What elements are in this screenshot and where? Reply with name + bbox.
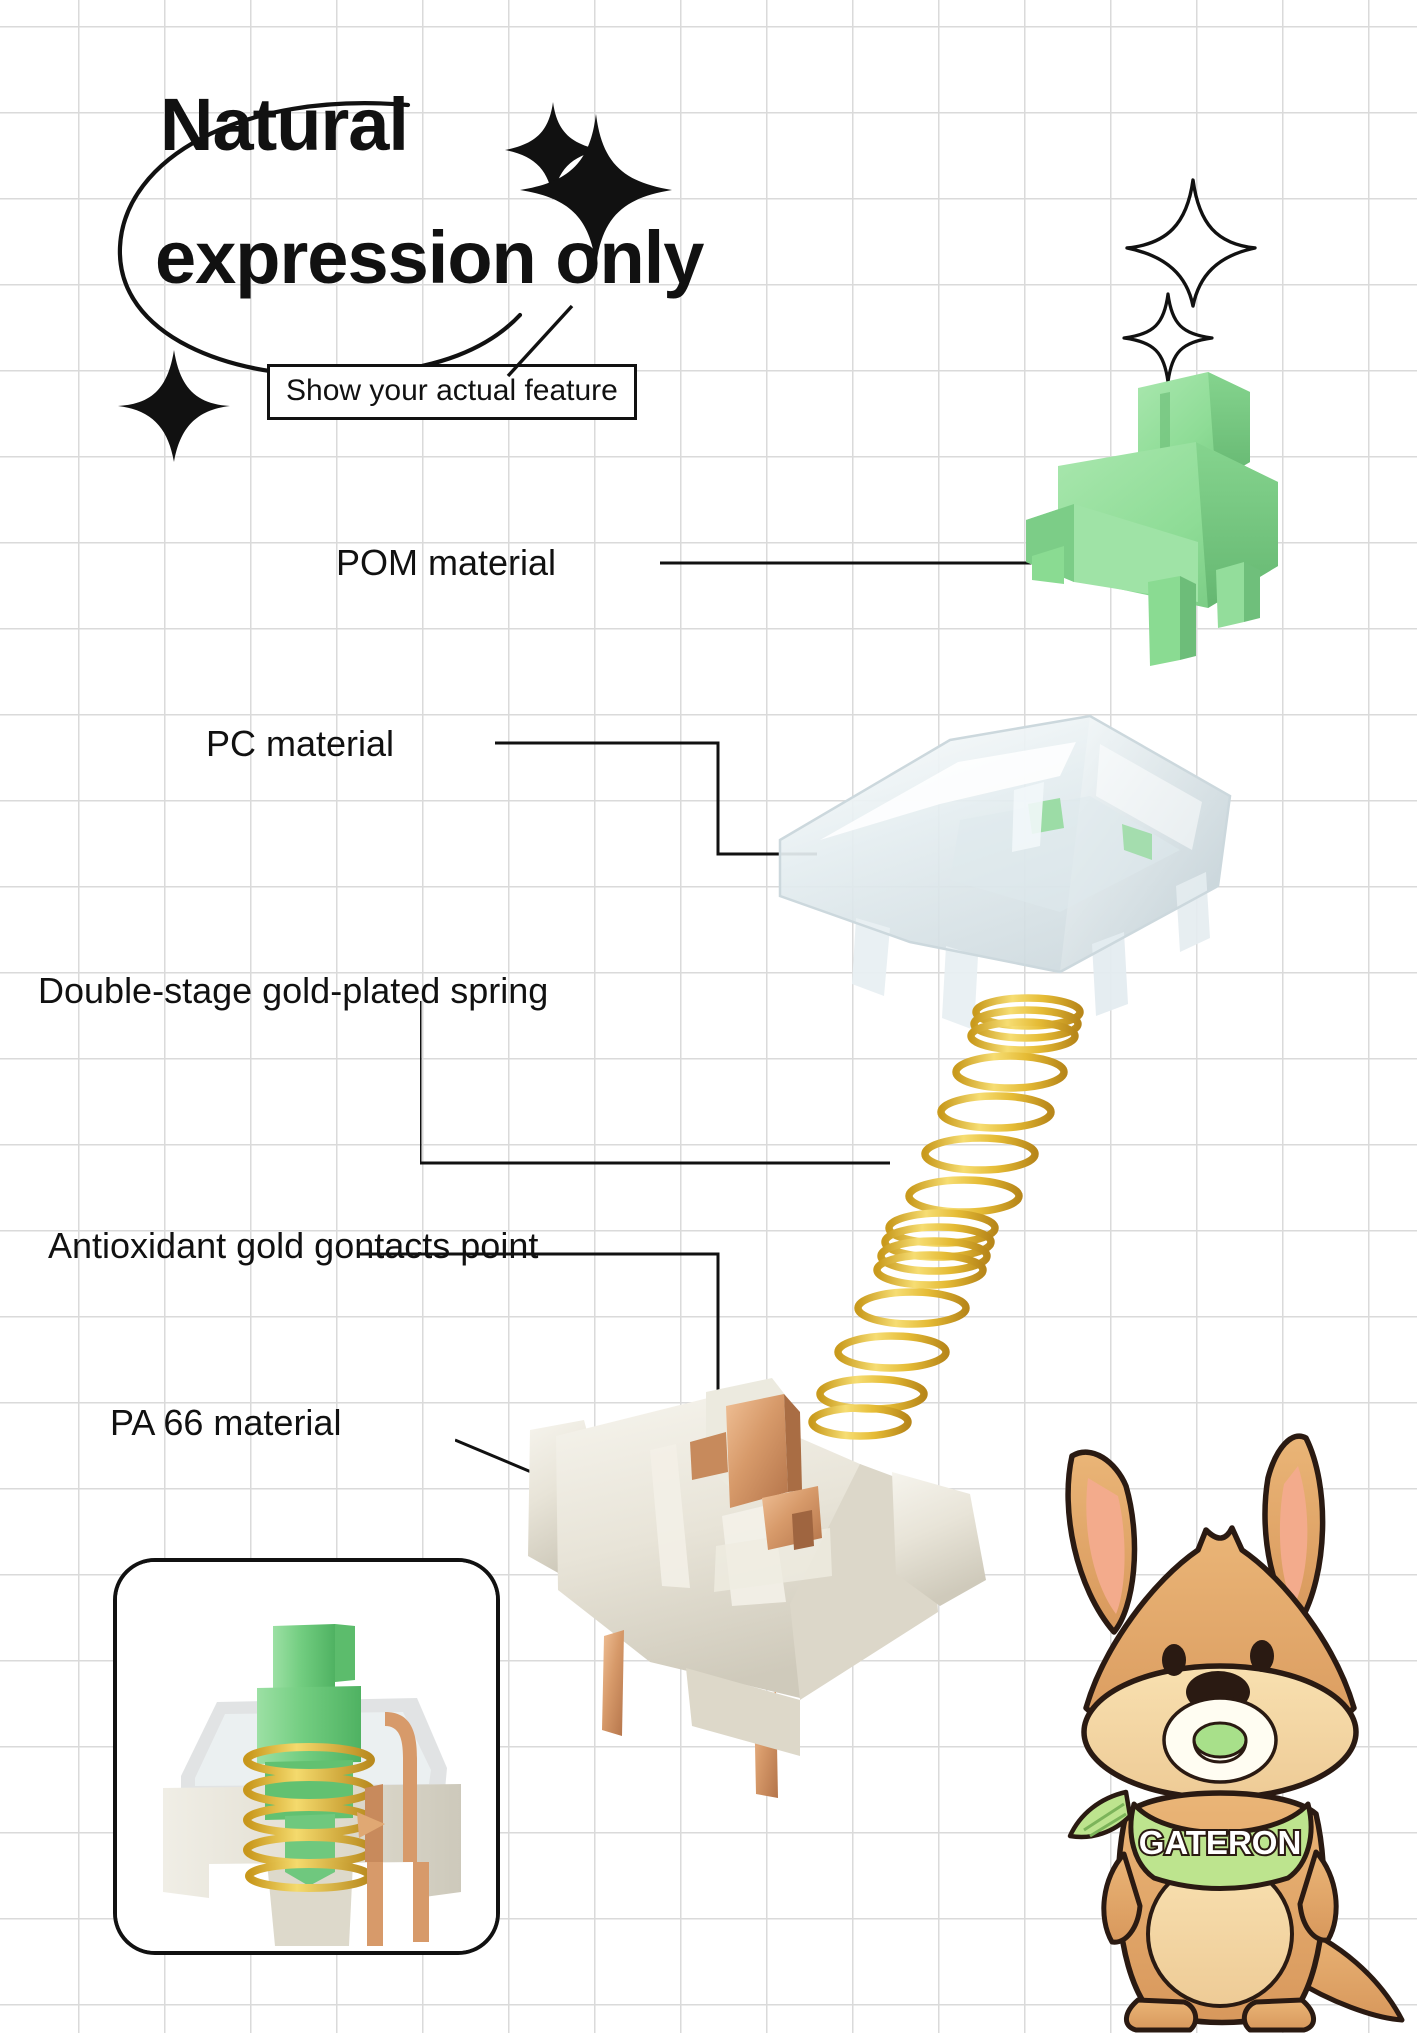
- subtitle-badge: Show your actual feature: [267, 364, 637, 420]
- part-gold-spring: [808, 994, 1084, 1440]
- headline-swoosh: [117, 101, 523, 378]
- sparkle-small-top-icon: [505, 102, 601, 200]
- subtitle-connector-line: [506, 304, 574, 378]
- leader-line-pc: [495, 741, 817, 856]
- label-pom-material: POM material: [336, 542, 557, 583]
- headline-line-2: expression only: [155, 216, 704, 299]
- label-gold-contacts: Antioxidant gold gontacts point: [48, 1225, 539, 1266]
- label-pa66-material: PA 66 material: [110, 1402, 342, 1443]
- leader-line-spring: [420, 1001, 890, 1165]
- sparkle-left-icon: [118, 350, 230, 462]
- headline-line-1: Natural: [160, 83, 409, 166]
- part-pa66-base: [528, 1378, 986, 1798]
- leader-line-pom: [660, 561, 1050, 565]
- leader-line-gold: [360, 1252, 720, 1418]
- inset-switch-cross-section: [117, 1562, 496, 1951]
- label-spring: Double-stage gold-plated spring: [38, 970, 549, 1011]
- part-pc-top-housing: [778, 714, 1232, 1030]
- sparkle-right-large-icon: [1125, 178, 1257, 308]
- mascot-kangaroo: GATERON: [1065, 1433, 1405, 2033]
- part-pom-stem: [1026, 372, 1278, 666]
- label-pc-material: PC material: [206, 723, 395, 764]
- sparkle-large-top-icon: [520, 114, 672, 266]
- mascot-bib-text: GATERON: [1139, 1824, 1302, 1861]
- inset-cross-section-panel: [113, 1558, 500, 1955]
